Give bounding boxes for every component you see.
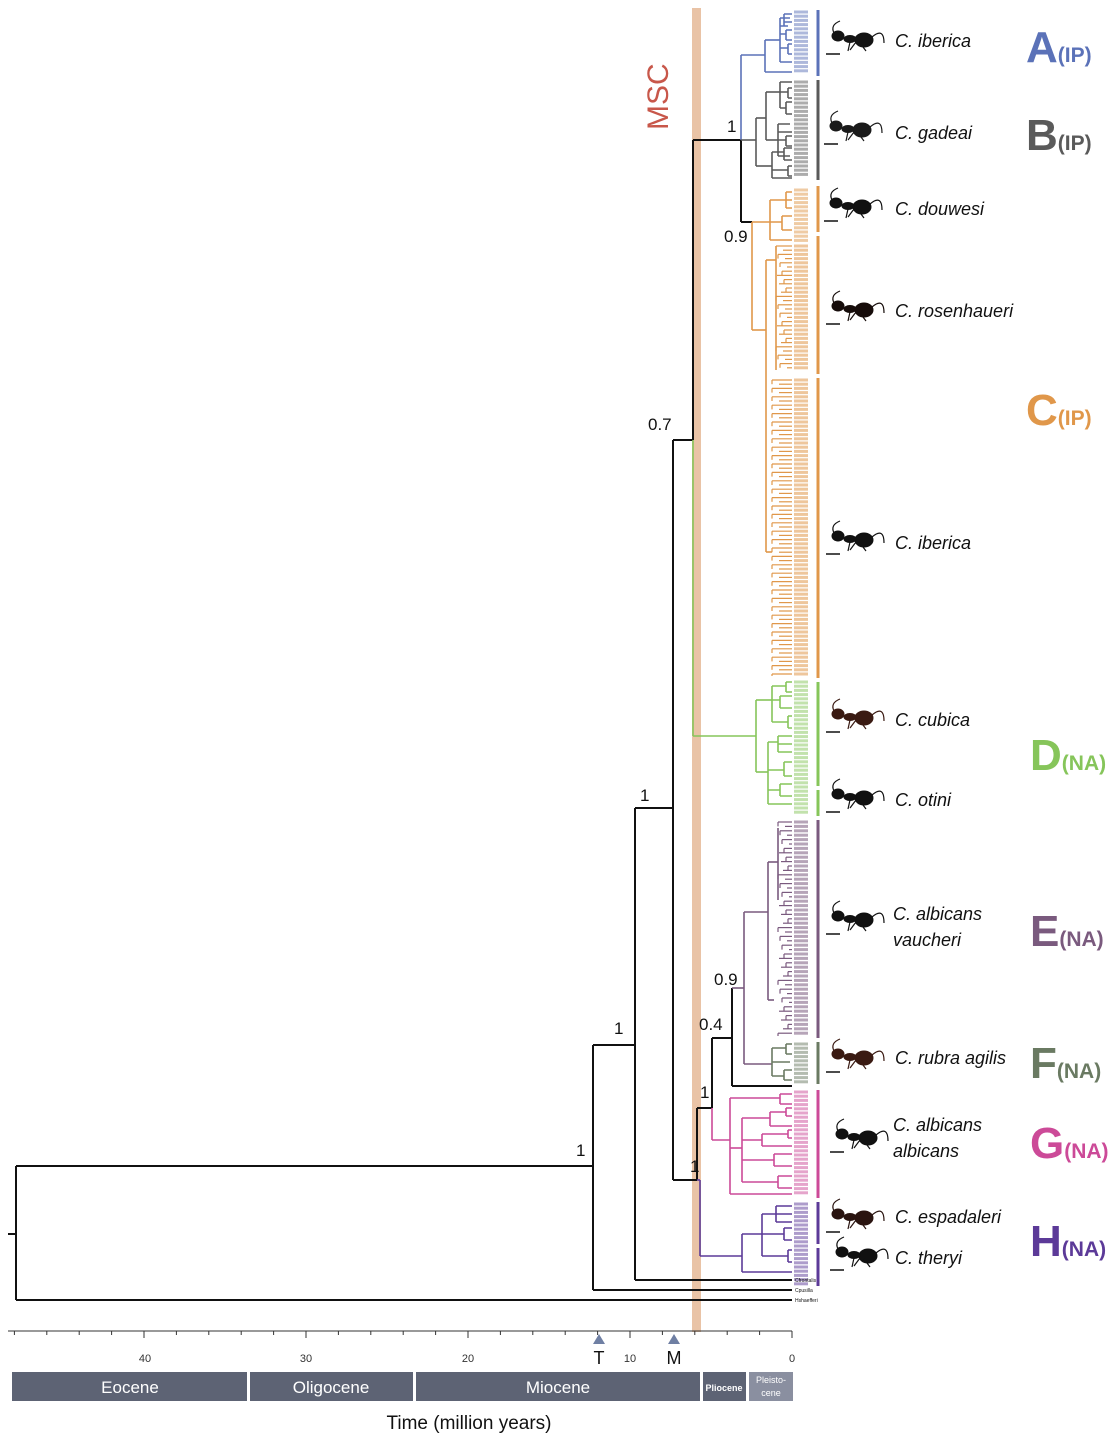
marker-m-label: M xyxy=(667,1348,682,1368)
support-values: 1 0.9 0.7 1 1 1 0.9 0.4 1 1 xyxy=(576,117,748,1176)
clade-e-branches xyxy=(732,828,779,1065)
tick-label: 20 xyxy=(462,1353,474,1365)
tick-label: 40 xyxy=(139,1353,151,1365)
time-axis: 40 30 20 10 0 T M xyxy=(8,1330,795,1368)
species-label: C. iberica xyxy=(895,533,971,553)
ant-icon xyxy=(826,520,885,555)
ant-icon xyxy=(830,1236,889,1271)
clade-e-tip-text xyxy=(794,820,808,1035)
marker-t-label: T xyxy=(594,1348,605,1368)
species-label: C. gadeai xyxy=(895,123,973,143)
support-value: 0.9 xyxy=(714,970,738,989)
tip-text-marks xyxy=(794,10,808,73)
msc-label: MSC xyxy=(642,63,675,130)
ant-icon xyxy=(826,20,885,55)
clade-c-tip-text xyxy=(794,244,808,370)
support-value: 0.7 xyxy=(648,415,672,434)
tip-text-marks xyxy=(794,188,808,242)
backbone-branches xyxy=(8,139,792,1301)
clade-letter-b: B(IP) xyxy=(1026,111,1092,160)
ant-icon xyxy=(826,778,885,813)
ant-icon xyxy=(826,900,885,935)
species-label: C. rosenhaueri xyxy=(895,301,1014,321)
clade-e-tip-comb xyxy=(777,821,792,1036)
species-label: C. cubica xyxy=(895,710,970,730)
ant-icon xyxy=(826,290,885,325)
clade-letter-c: C(IP) xyxy=(1026,386,1092,435)
tick-label: 30 xyxy=(300,1353,312,1365)
species-label: C. espadaleri xyxy=(895,1207,1002,1227)
ant-images xyxy=(824,20,889,1271)
tick-label: 0 xyxy=(789,1353,795,1365)
clade-letter-d: D(NA) xyxy=(1030,731,1106,780)
axis-minor-ticks xyxy=(13,1331,793,1338)
msc-band xyxy=(692,8,701,1332)
clade-letter-g: G(NA) xyxy=(1030,1119,1109,1168)
clade-h-branches xyxy=(697,1179,792,1273)
tip-combs xyxy=(771,10,808,1286)
species-label: C. albicans xyxy=(893,1115,982,1135)
epoch-pleistocene-2: cene xyxy=(761,1388,781,1398)
marker-t-triangle xyxy=(593,1334,605,1344)
support-value: 1 xyxy=(576,1141,585,1160)
ant-icon xyxy=(826,1038,885,1073)
tip-text-marks xyxy=(794,80,808,176)
species-label: C. douwesi xyxy=(895,199,985,219)
ant-icon xyxy=(830,1118,889,1153)
epoch-pleistocene: Pleisto- xyxy=(756,1375,786,1385)
support-value: 0.9 xyxy=(724,227,748,246)
ant-icon xyxy=(824,187,883,222)
clade-g-branches xyxy=(711,1093,792,1195)
epoch-eocene: Eocene xyxy=(101,1378,159,1397)
support-value: 1 xyxy=(614,1019,623,1038)
tip-text-marks xyxy=(794,1042,808,1084)
species-labels: C. iberica C. gadeai C. douwesi C. rosen… xyxy=(893,31,1014,1268)
clade-letter-a: A(IP) xyxy=(1026,23,1092,72)
x-axis-label: Time (million years) xyxy=(386,1413,551,1434)
epoch-bar: Eocene Oligocene Miocene Pliocene Pleist… xyxy=(12,1372,793,1401)
tip-text-marks xyxy=(794,1090,808,1195)
epoch-pliocene: Pliocene xyxy=(705,1383,742,1393)
clade-c-tip-comb xyxy=(775,245,792,369)
clade-c-tip-comb xyxy=(771,379,792,676)
support-value: 1 xyxy=(700,1083,709,1102)
support-value: 1 xyxy=(727,117,736,136)
species-label: albicans xyxy=(893,1141,959,1161)
species-label: C. rubra agilis xyxy=(895,1048,1006,1068)
epoch-miocene: Miocene xyxy=(526,1378,590,1397)
clade-letter-f: F(NA) xyxy=(1030,1039,1101,1088)
support-value: 1 xyxy=(690,1157,699,1176)
outgroup-tip-3: Hshaefferi xyxy=(795,1298,818,1304)
outgroup-tip-2: Cpusilla xyxy=(795,1288,813,1294)
support-value: 1 xyxy=(640,786,649,805)
clade-letter-e: E(NA) xyxy=(1030,907,1104,956)
species-label: C. iberica xyxy=(895,31,971,51)
species-label: C. theryi xyxy=(895,1248,963,1268)
outgroup-tip-1: Cfrontalis xyxy=(795,1278,817,1284)
species-label: vaucheri xyxy=(893,930,962,950)
tip-text-marks xyxy=(794,680,808,814)
clade-c-branches xyxy=(751,191,792,553)
tick-label: 10 xyxy=(624,1353,636,1365)
ant-icon xyxy=(826,1198,885,1233)
support-value: 0.4 xyxy=(699,1015,723,1034)
ant-icon xyxy=(824,110,883,145)
marker-m-triangle xyxy=(668,1334,680,1344)
ant-icon xyxy=(826,698,885,733)
species-label: C. otini xyxy=(895,790,952,810)
species-label: C. albicans xyxy=(893,904,982,924)
clade-b-branches xyxy=(741,81,792,179)
clade-letter-h: H(NA) xyxy=(1030,1217,1106,1266)
tip-text-marks xyxy=(794,1202,808,1286)
clade-f-branches xyxy=(771,1043,792,1081)
clade-letters: A(IP) B(IP) C(IP) D(NA) E(NA) F(NA) G(NA… xyxy=(1026,23,1109,1266)
clade-c-tip-text xyxy=(794,378,808,676)
epoch-oligocene: Oligocene xyxy=(293,1378,370,1397)
clade-a-branches xyxy=(740,13,792,140)
clade-d-branches xyxy=(692,440,792,805)
